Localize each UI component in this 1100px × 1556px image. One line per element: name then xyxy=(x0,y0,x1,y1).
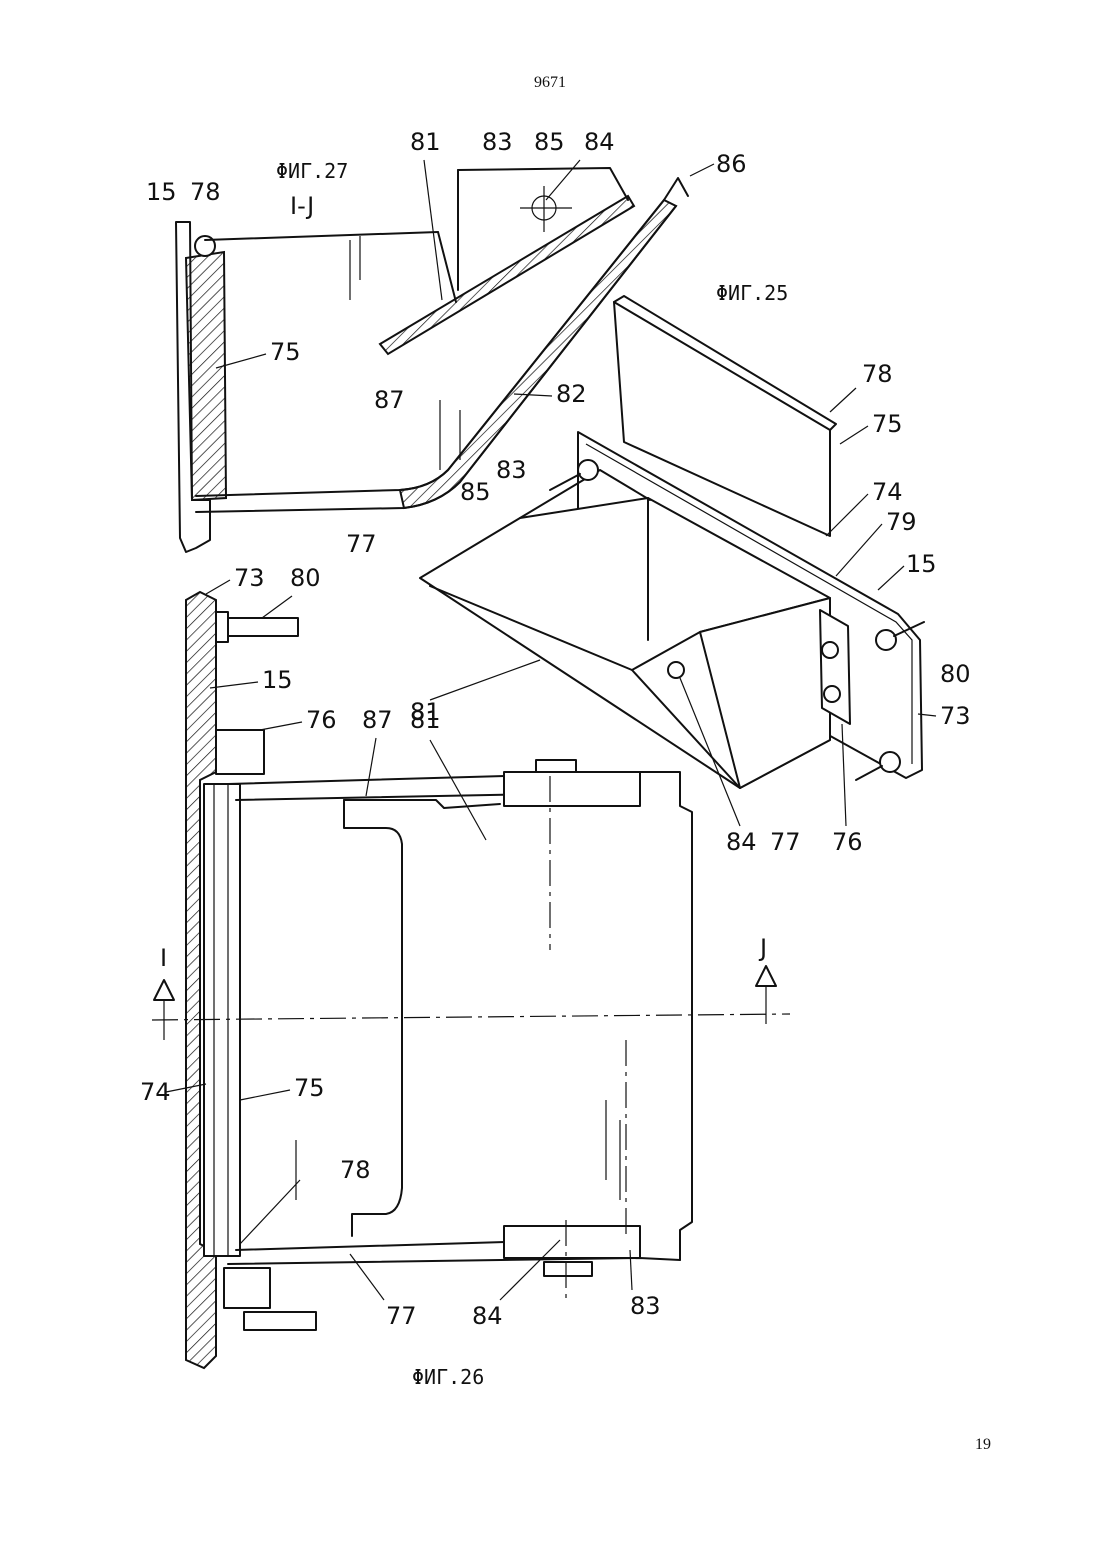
label-75: 75 xyxy=(270,338,301,366)
section-marker-i: I xyxy=(160,944,167,972)
label-80c: 80 xyxy=(290,564,321,592)
label-82: 82 xyxy=(556,380,587,408)
label-15c: 15 xyxy=(262,666,293,694)
label-78: 78 xyxy=(190,178,221,206)
label-81c: 81 xyxy=(410,706,441,734)
label-76c: 76 xyxy=(306,706,337,734)
figure-25 xyxy=(420,296,924,788)
label-84c: 84 xyxy=(472,1302,503,1330)
label-83b: 83 xyxy=(496,456,527,484)
label-15: 15 xyxy=(146,178,177,206)
label-75c: 75 xyxy=(294,1074,325,1102)
label-87: 87 xyxy=(374,386,405,414)
label-79b: 79 xyxy=(886,508,917,536)
label-84: 84 xyxy=(584,128,615,156)
label-87c: 87 xyxy=(362,706,393,734)
label-84b: 84 xyxy=(726,828,757,856)
label-74c: 74 xyxy=(140,1078,171,1106)
label-73c: 73 xyxy=(234,564,265,592)
label-15b: 15 xyxy=(906,550,937,578)
fig26-title: ΦИГ.26 xyxy=(412,1365,484,1389)
fig25-title: ΦИГ.25 xyxy=(716,281,788,305)
label-83: 83 xyxy=(482,128,513,156)
section-marker-j: J xyxy=(758,934,767,962)
label-86: 86 xyxy=(716,150,747,178)
label-81: 81 xyxy=(410,128,441,156)
label-78c: 78 xyxy=(340,1156,371,1184)
label-85: 85 xyxy=(534,128,565,156)
label-85b: 85 xyxy=(460,478,491,506)
label-76b: 76 xyxy=(832,828,863,856)
label-75b: 75 xyxy=(872,410,903,438)
label-83c: 83 xyxy=(630,1292,661,1320)
label-74b: 74 xyxy=(872,478,903,506)
label-77b: 77 xyxy=(770,828,801,856)
label-77c: 77 xyxy=(386,1302,417,1330)
page-number-bottom: 19 xyxy=(975,1436,991,1454)
label-78b: 78 xyxy=(862,360,893,388)
fig27-title: ΦИГ.27 xyxy=(276,159,348,183)
label-73b: 73 xyxy=(940,702,971,730)
fig27-section: I-J xyxy=(290,192,314,220)
label-80b: 80 xyxy=(940,660,971,688)
label-77: 77 xyxy=(346,530,377,558)
